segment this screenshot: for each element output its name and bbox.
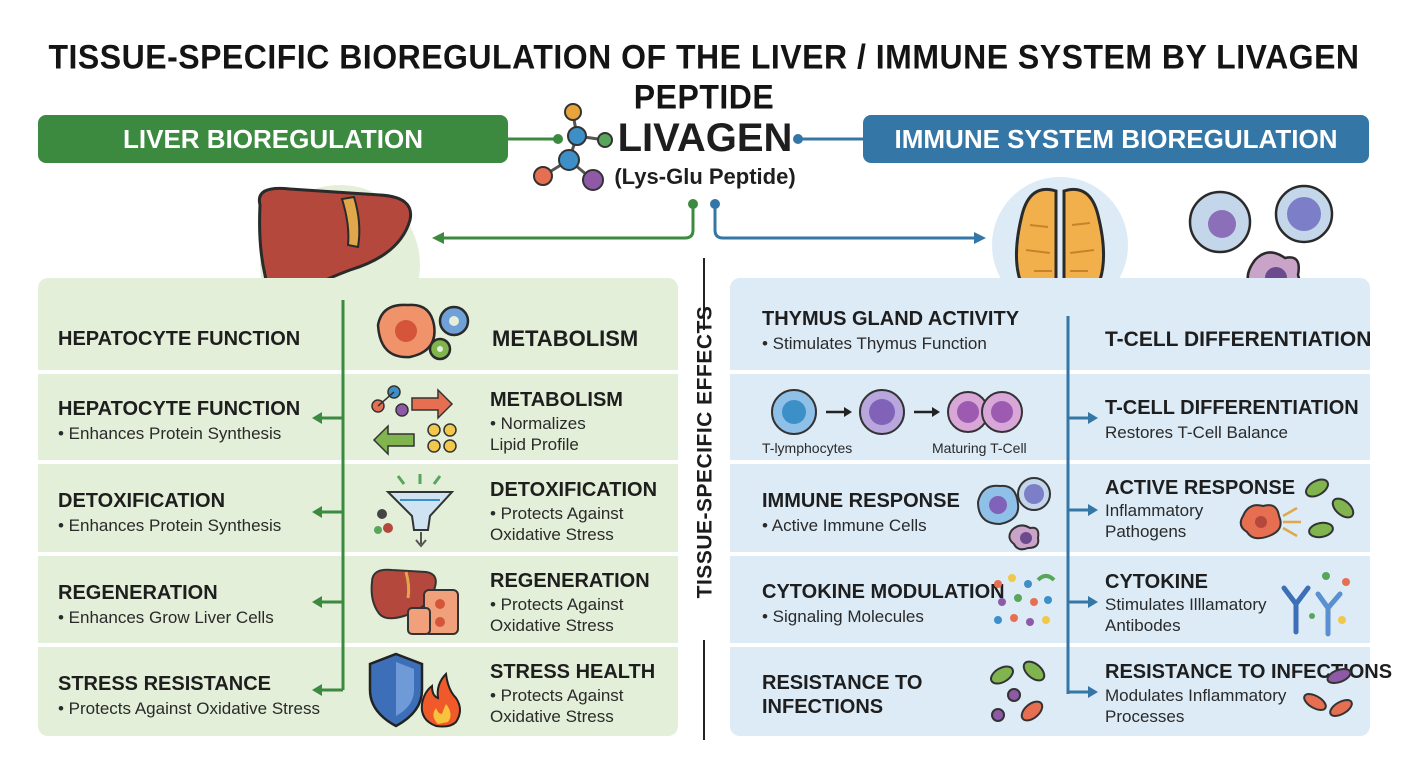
t-lymphocytes-label: T-lymphocytes xyxy=(762,440,853,456)
immune-row-label: CYTOKINE MODULATION xyxy=(762,581,1005,603)
immune-cells-icon xyxy=(976,477,1051,551)
liver-branch-arrows xyxy=(312,300,345,696)
liver-row-right-desc: • Protects Against xyxy=(490,686,624,705)
immune-bioregulation-banner: IMMUNE SYSTEM BIOREGULATION xyxy=(863,115,1369,163)
liver-cells-icon xyxy=(370,568,459,635)
liver-row-desc: • Enhances Protein Synthesis xyxy=(58,516,282,535)
liver-row-label: HEPATOCYTE FUNCTION xyxy=(58,398,301,420)
immune-header-left-desc: • Stimulates Thymus Function xyxy=(762,334,987,353)
liver-row-right-label: STRESS HEALTH xyxy=(490,661,656,683)
divider-text: TISSUE-SPECIFIC EFFECTS xyxy=(693,305,717,599)
immune-right-desc: Inflammatory xyxy=(1105,501,1204,520)
signaling-molecules-icon xyxy=(994,574,1056,626)
bacteria-icon xyxy=(990,660,1046,722)
liver-header-left: HEPATOCYTE FUNCTION xyxy=(58,328,301,350)
bacteria-small-icon xyxy=(1303,668,1353,717)
molecule-icon xyxy=(533,103,613,191)
immune-right-desc: Stimulates Illlamatory xyxy=(1105,595,1267,614)
shield-icon xyxy=(368,652,461,728)
liver-row-right-desc: • Protects Against xyxy=(490,595,624,614)
immune-row-label: IMMUNE RESPONSE xyxy=(762,490,960,512)
liver-row-right-desc: Oxidative Stress xyxy=(490,525,614,544)
immune-right-desc: Restores T-Cell Balance xyxy=(1105,423,1288,442)
immune-row-desc: • Signaling Molecules xyxy=(762,607,924,626)
immune-right-label: RESISTANCE TO INFECTIONS xyxy=(1105,661,1393,683)
page-title: TISSUE-SPECIFIC BIOREGULATION OF THE LIV… xyxy=(48,37,1360,116)
immune-header-right: T-CELL DIFFERENTIATION xyxy=(1105,328,1372,351)
liver-row-right-desc: Oxidative Stress xyxy=(490,707,614,726)
immune-right-desc: Pathogens xyxy=(1105,522,1187,541)
immune-right-label: T-CELL DIFFERENTIATION xyxy=(1105,397,1359,419)
pathogen-response-icon xyxy=(1239,478,1355,540)
liver-row-label: REGENERATION xyxy=(58,582,218,604)
row-divider xyxy=(38,552,678,556)
liver-row-right-label: REGENERATION xyxy=(490,570,650,592)
immune-right-desc: Modulates Inflammatory xyxy=(1105,686,1287,705)
immune-right-label: CYTOKINE xyxy=(1105,571,1208,593)
metabolism-icon xyxy=(371,385,457,456)
liver-row-label: STRESS RESISTANCE xyxy=(58,673,271,695)
liver-row-right-label: DETOXIFICATION xyxy=(490,479,658,501)
liver-row-right-desc: Oxidative Stress xyxy=(490,616,614,635)
filter-icon xyxy=(374,474,455,548)
immune-row-desc: • Active Immune Cells xyxy=(762,516,927,535)
immune-right-desc: Antibodes xyxy=(1105,616,1181,635)
livagen-subtitle: (Lys-Glu Peptide) xyxy=(614,164,796,189)
liver-bioregulation-banner: LIVER BIOREGULATION xyxy=(38,115,508,163)
t-cell-maturation-icon xyxy=(771,389,1023,435)
maturing-t-cell-label: Maturing T-Cell xyxy=(932,440,1027,456)
row-divider xyxy=(38,643,678,647)
row-divider xyxy=(730,552,1370,556)
row-divider xyxy=(730,460,1370,464)
liver-row-right-label: METABOLISM xyxy=(490,389,623,411)
immune-branch-arrows xyxy=(1066,316,1098,698)
antibody-icon xyxy=(1281,572,1350,637)
row-divider xyxy=(38,370,678,374)
liver-row-right-desc: Lipid Profile xyxy=(490,435,579,454)
immune-row-label: RESISTANCE TO INFECTIONS xyxy=(762,672,923,718)
liver-row-right-desc: • Normalizes xyxy=(490,414,586,433)
liver-row-desc: • Enhances Grow Liver Cells xyxy=(58,608,274,627)
row-divider xyxy=(730,643,1370,647)
immune-right-label: ACTIVE RESPONSE xyxy=(1105,477,1296,499)
liver-row-right-desc: • Protects Against xyxy=(490,504,624,523)
immune-right-desc: Processes xyxy=(1105,707,1185,726)
liver-panel xyxy=(38,278,678,736)
immune-header-left: THYMUS GLAND ACTIVITY xyxy=(762,308,1020,330)
liver-header-right: METABOLISM xyxy=(492,326,639,351)
row-divider xyxy=(730,370,1370,374)
hepatocyte-gear-icon xyxy=(376,303,470,361)
liver-row-label: DETOXIFICATION xyxy=(58,490,226,512)
row-divider xyxy=(38,460,678,464)
liver-row-desc: • Protects Against Oxidative Stress xyxy=(58,699,321,718)
livagen-title: LIVAGEN xyxy=(617,116,793,160)
liver-row-desc: • Enhances Protein Synthesis xyxy=(58,424,282,443)
